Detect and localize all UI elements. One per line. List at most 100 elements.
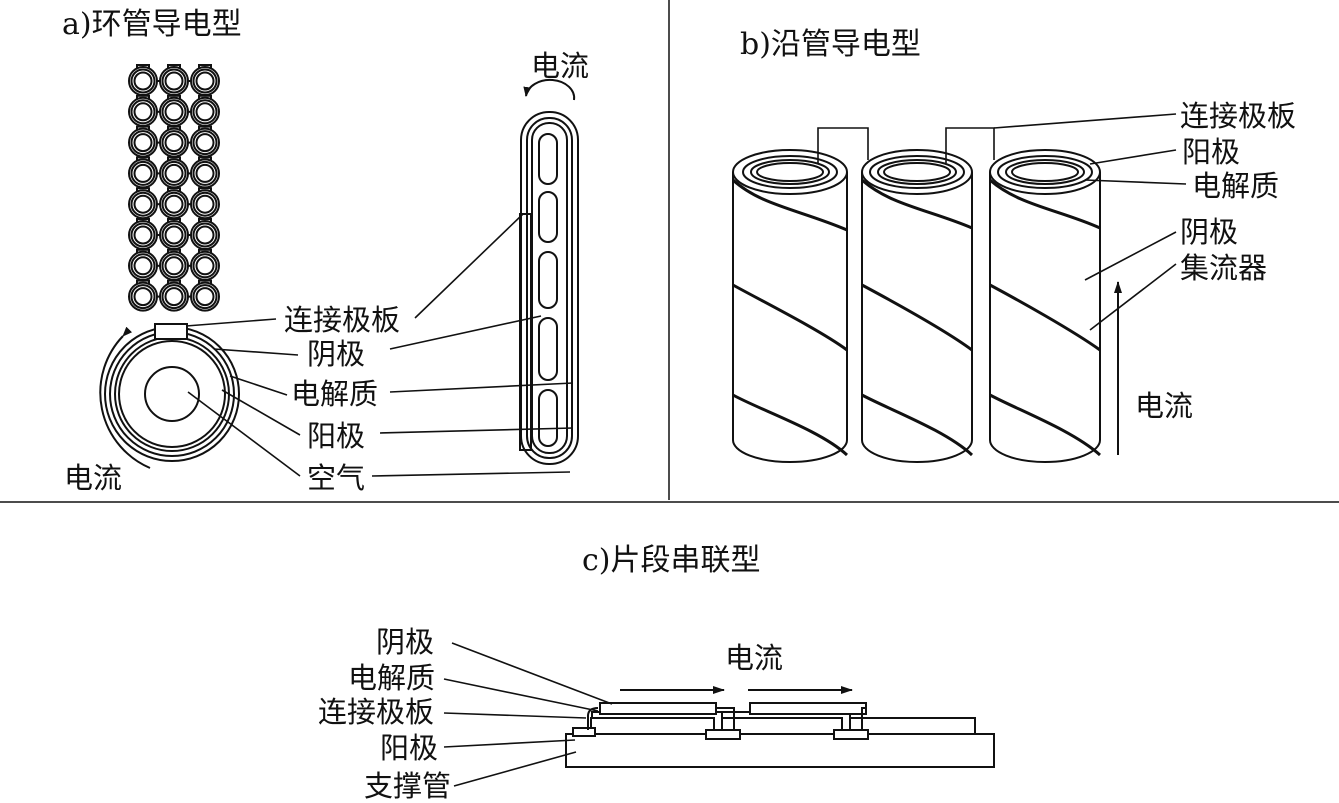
array-tube xyxy=(128,96,158,127)
array-tube xyxy=(190,281,220,312)
array-tube-ring xyxy=(161,130,187,156)
array-tube-ring xyxy=(161,191,187,217)
array-tube xyxy=(190,220,220,250)
array-tube xyxy=(128,127,158,158)
panel-a-title: a)环管导电型 xyxy=(62,7,242,42)
array-tube-ring xyxy=(130,99,156,125)
current-label-b: 电流 xyxy=(1135,389,1193,423)
array-tube xyxy=(128,66,158,96)
array-tube xyxy=(190,96,220,127)
array-tube-ring xyxy=(192,68,218,94)
array-tube xyxy=(128,158,158,189)
array-tube xyxy=(128,220,158,250)
cylinder-3 xyxy=(989,149,1101,463)
array-tube-bore xyxy=(164,133,184,153)
array-tube-ring xyxy=(192,99,218,125)
panel-c-title: c)片段串联型 xyxy=(582,543,761,578)
panel-b: b)沿管导电型 xyxy=(732,27,1296,463)
array-tube-ring xyxy=(161,284,187,310)
array-tube-bore xyxy=(164,163,184,183)
cylinder-1 xyxy=(732,149,848,463)
array-tube xyxy=(190,66,220,96)
array-tube-bore xyxy=(133,133,153,153)
array-tube xyxy=(159,189,189,220)
array-tube-ring xyxy=(130,222,156,248)
label-anode-a: 阳极 xyxy=(307,419,365,453)
array-tube-ring xyxy=(130,191,156,217)
array-tube-ring xyxy=(130,284,156,310)
array-tube-bore xyxy=(133,287,153,307)
label-support-c: 支撑管 xyxy=(364,769,451,803)
label-anode-c: 阳极 xyxy=(380,731,438,765)
cylinder-2 xyxy=(861,149,974,463)
array-tube-bore xyxy=(133,102,153,122)
array-tube-bore xyxy=(195,194,215,214)
panel-c-leaders xyxy=(443,642,613,787)
array-tube-bore xyxy=(133,225,153,245)
panel-c: c)片段串联型 电流 阴极 电解质 连接极 xyxy=(318,543,995,803)
array-tube xyxy=(190,158,220,189)
panel-a-leaders xyxy=(185,213,574,477)
array-tube xyxy=(190,127,220,158)
label-electrolyte-b: 电解质 xyxy=(1192,169,1279,203)
current-label-right: 电流 xyxy=(531,49,589,83)
label-cathode-a: 阴极 xyxy=(307,337,365,371)
array-tube xyxy=(159,250,189,281)
array-tube xyxy=(128,281,158,312)
array-tube-ring xyxy=(130,130,156,156)
array-tube-ring xyxy=(130,160,156,186)
array-tube-ring xyxy=(192,222,218,248)
array-tube-bore xyxy=(195,71,215,91)
array-tube-bore xyxy=(133,163,153,183)
array-tube xyxy=(159,66,189,96)
array-tube-ring xyxy=(161,222,187,248)
array-tube-ring xyxy=(192,284,218,310)
array-tube-bore xyxy=(195,225,215,245)
array-tube-ring xyxy=(161,160,187,186)
array-tube-ring xyxy=(161,99,187,125)
array-tube-bore xyxy=(195,102,215,122)
label-cathode-c: 阴极 xyxy=(376,625,434,659)
label-electrolyte-c: 电解质 xyxy=(348,661,435,695)
label-plate-c: 连接极板 xyxy=(318,695,434,729)
array-tube-bore xyxy=(195,256,215,276)
array-tube-bore xyxy=(195,163,215,183)
array-tube xyxy=(190,250,220,281)
array-tube-bore xyxy=(133,71,153,91)
tube-array xyxy=(128,64,220,312)
label-anode-b: 阳极 xyxy=(1182,135,1240,169)
array-tube xyxy=(159,96,189,127)
array-tube-ring xyxy=(192,160,218,186)
array-tube-ring xyxy=(192,253,218,279)
array-tube-ring xyxy=(192,130,218,156)
label-plate-a: 连接极板 xyxy=(284,303,400,337)
array-tube-bore xyxy=(195,133,215,153)
array-tube-ring xyxy=(192,191,218,217)
panel-b-leaders xyxy=(993,113,1187,331)
array-tube xyxy=(190,189,220,220)
label-electrolyte-a: 电解质 xyxy=(291,377,378,411)
array-tube-ring xyxy=(130,253,156,279)
array-tube-bore xyxy=(164,102,184,122)
array-tube-bore xyxy=(195,287,215,307)
panel-a: a)环管导电型 电流 电流 连接极板 阴极 xyxy=(62,7,589,495)
array-tube xyxy=(159,127,189,158)
label-collector-b: 集流器 xyxy=(1180,251,1267,285)
array-tube-bore xyxy=(133,194,153,214)
array-tube xyxy=(128,250,158,281)
connecting-plates-b xyxy=(817,127,995,163)
label-air-a: 空气 xyxy=(307,461,365,495)
array-tube xyxy=(159,158,189,189)
array-tube-ring xyxy=(161,68,187,94)
array-tube-bore xyxy=(164,71,184,91)
panel-b-title: b)沿管导电型 xyxy=(740,27,921,62)
array-tube xyxy=(159,281,189,312)
array-tube-ring xyxy=(161,253,187,279)
array-tube-bore xyxy=(133,256,153,276)
segment-stack xyxy=(565,702,995,768)
tube-cross-section xyxy=(99,323,240,469)
array-tube-bore xyxy=(164,194,184,214)
array-tube-bore xyxy=(164,287,184,307)
current-label-c: 电流 xyxy=(725,641,783,675)
